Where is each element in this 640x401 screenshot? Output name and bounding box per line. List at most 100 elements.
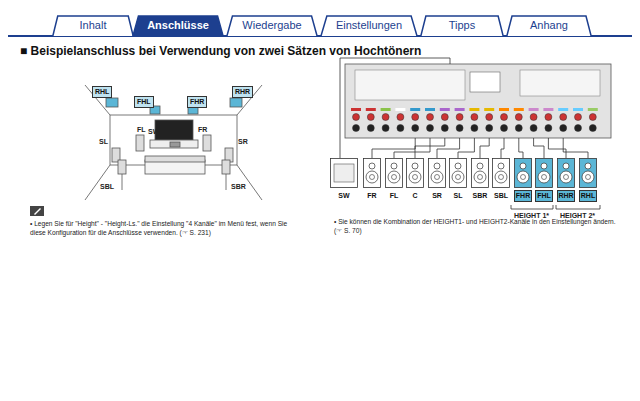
speaker-icon [471,158,489,188]
speaker-wire [394,138,430,158]
speaker-wire [458,138,474,158]
speaker: SR [428,158,446,201]
terminal [589,125,596,132]
color-strip [499,108,509,111]
tab-outline [53,16,133,36]
terminal [397,114,404,121]
note-icon [30,206,44,216]
terminal [412,125,419,132]
terminal [456,114,463,121]
speaker: SBL [492,158,510,201]
nav-tab: Inhalt [52,15,134,36]
speaker-wire [519,138,523,158]
terminal [382,125,389,132]
tab-outline [507,16,591,36]
color-strip [455,108,465,111]
terminal [427,114,434,121]
terminal [367,125,374,132]
speaker-wire [415,138,445,158]
speaker-icon [535,158,553,188]
terminal [353,114,360,121]
terminal [367,114,374,121]
note-text: • Legen Sie für "Height" - "Height-Ls." … [30,220,292,237]
speaker-wire [437,138,460,158]
nav-tab: Anschlüsse [132,15,224,36]
color-strip [381,108,391,111]
speaker: FR [363,158,381,201]
terminal [427,125,434,132]
speaker-icon [449,158,467,188]
speaker: C [406,158,424,201]
terminal [515,114,522,121]
speaker-label-box: RHL [92,86,112,98]
color-strip [543,108,553,111]
speaker: RHL [579,158,597,202]
terminal [486,114,493,121]
color-strip [469,108,479,111]
terminal [486,125,493,132]
speaker-label: FL [137,125,146,134]
tab-outline [321,16,417,36]
color-strip [440,108,450,111]
speaker-label: C [166,126,171,135]
speaker-label: SBR [231,182,246,191]
speaker: FHR [514,158,532,202]
speaker-wire [480,138,489,158]
terminal [575,125,582,132]
color-strip [410,108,420,111]
color-strip [558,108,568,111]
color-strip [588,108,598,111]
nav-tab: Wiedergabe [226,15,318,36]
speaker-label: SL [99,137,108,146]
color-strip [514,108,524,111]
color-strip [366,108,376,111]
terminal [441,114,448,121]
color-strip [395,108,405,111]
speaker-label: SW [148,127,159,136]
receiver-rear-panel [345,64,611,138]
color-strip [529,108,539,111]
speaker-label: SR [238,137,248,146]
room-illustration [85,85,262,200]
speaker-icon [363,158,381,188]
terminal [397,125,404,132]
terminal [456,125,463,132]
nav-tab: Tipps [420,15,504,36]
speaker-icon [579,158,597,188]
speaker-icon [406,158,424,188]
terminal [530,114,537,121]
speaker: FL [385,158,403,201]
speaker-wire [501,138,504,158]
note-icon [34,208,41,215]
speaker: FHL [535,158,553,202]
color-strip [351,108,361,111]
note-text: • Sie können die Kombination der HEIGHT1… [334,218,619,235]
terminal [545,114,552,121]
speaker-icon [330,158,358,188]
speaker: SL [449,158,467,201]
terminal [471,125,478,132]
nav-tab: Einstellungen [320,15,418,36]
terminal [501,125,508,132]
terminal [501,114,508,121]
terminal [412,114,419,121]
terminal [545,125,552,132]
terminal [441,125,448,132]
speaker: RHR [557,158,575,202]
tab-outline [227,16,317,36]
terminal [471,114,478,121]
color-strip [484,108,494,111]
speaker-icon [514,158,532,188]
color-strip [573,108,583,111]
tab-outline [133,16,223,36]
speaker-label-box: RHR [232,86,253,98]
speaker-wire [534,138,544,158]
terminal [560,114,567,121]
speaker-icon [492,158,510,188]
height-bracket [511,205,600,209]
speaker-label: FR [198,125,207,134]
speaker-label-box: FHR [187,96,207,108]
subwoofer: SW [330,158,358,201]
page-title: ■ Beispielanschluss bei Verwendung von z… [20,44,421,58]
speaker-label-box: FHL [134,96,154,108]
